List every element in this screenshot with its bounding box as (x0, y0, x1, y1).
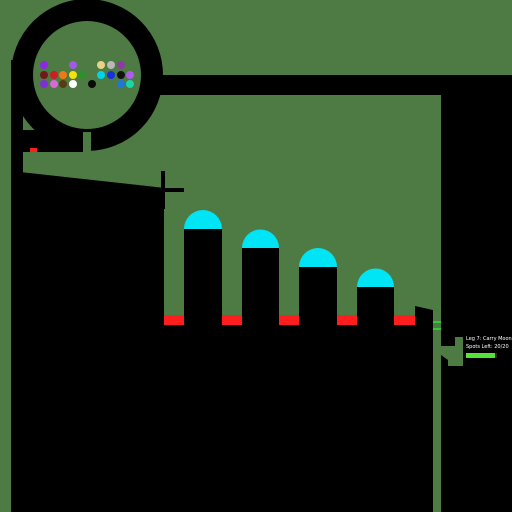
pillar-4 (357, 268, 394, 325)
ball (59, 80, 67, 88)
right-step-2 (448, 366, 463, 512)
pillar-1 (184, 210, 222, 325)
floor-marker-1 (164, 315, 184, 325)
right-step-top (441, 336, 455, 346)
pillar-3 (299, 248, 337, 325)
ball (69, 71, 77, 79)
ball (40, 71, 48, 79)
floor-marker-5 (394, 315, 415, 325)
dome-1 (184, 210, 222, 229)
ball-pit (40, 61, 134, 88)
ball (40, 80, 48, 88)
ball (97, 61, 105, 69)
ball (117, 71, 125, 79)
ball (126, 71, 134, 79)
dome-3 (299, 248, 337, 267)
dome-4 (357, 268, 394, 287)
ball (59, 71, 67, 79)
ball (117, 61, 125, 69)
spots-left-label: Spots Left: 20/20 (466, 344, 509, 350)
floor-marker-3 (279, 315, 299, 325)
hud-panel: Leg 7: Carry Moon Spots Left: 20/20 (463, 333, 512, 512)
progress-bar (466, 353, 497, 358)
sloped-ramp (11, 152, 165, 192)
right-wall (441, 75, 512, 337)
checkpoint-line-1 (433, 321, 441, 323)
top-track (150, 75, 512, 95)
dome-2 (242, 229, 279, 248)
floor-base (11, 325, 415, 512)
ring-stem-left (11, 130, 83, 152)
ball (97, 71, 105, 79)
ball (40, 61, 48, 69)
ball (126, 80, 134, 88)
pillar-2 (242, 229, 279, 325)
floor-marker-4 (337, 315, 357, 325)
ball (107, 61, 115, 69)
ring-stem-notch (83, 132, 91, 152)
ball (117, 80, 125, 88)
ball (50, 80, 58, 88)
leg-label: Leg 7: Carry Moon (466, 336, 512, 342)
checkpoint-line-2 (433, 328, 441, 330)
right-step-1 (441, 355, 448, 512)
ball (50, 71, 58, 79)
progress-fill (466, 353, 496, 358)
ledge-marker (30, 148, 37, 152)
right-post (415, 306, 433, 512)
ball (78, 71, 86, 79)
ball (88, 80, 96, 88)
ball (69, 80, 77, 88)
crosshair-horizontal (143, 188, 184, 192)
ball (107, 71, 115, 79)
ball (69, 61, 77, 69)
floor-marker-2 (222, 315, 242, 325)
